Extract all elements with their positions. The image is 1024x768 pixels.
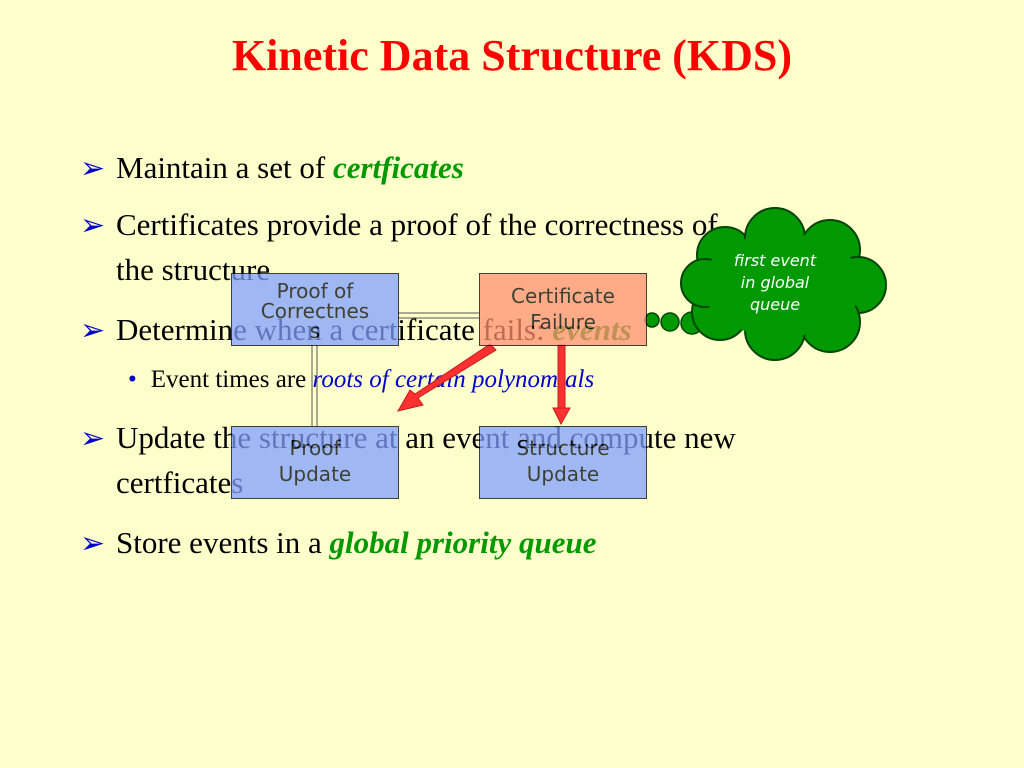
bullet-store-events: ➢ Store events in a global priority queue: [80, 520, 896, 566]
cloud-label: first event in global queue: [700, 250, 850, 316]
proof-of-correctness-box: Proof of Correctnes s: [231, 273, 399, 346]
bullet-highlight: global priority queue: [329, 525, 597, 560]
cloud-label-line-3: queue: [749, 295, 801, 314]
bullet-line-2: certficates: [116, 465, 244, 500]
arrow-bullet-icon: ➢: [80, 209, 106, 242]
slide-title: Kinetic Data Structure (KDS): [231, 31, 793, 80]
bullet-maintain-certificates: ➢ Maintain a set of certficates: [80, 145, 896, 191]
box-label-line-2: Failure: [530, 310, 596, 334]
box-label-line-1: Proof of: [276, 279, 354, 303]
box-label-line-2: Update: [526, 462, 600, 486]
box-label-line-1: Proof: [289, 436, 341, 460]
cloud-label-line-1: first event: [733, 251, 817, 270]
box-label-line-3: s: [309, 319, 321, 343]
structure-update-box: Structure Update: [479, 426, 647, 499]
bullet-text: Maintain a set of: [116, 150, 333, 185]
arrow-bullet-icon: ➢: [80, 527, 106, 560]
bullet-text: Store events in a: [116, 525, 330, 560]
bullet-certificates-proof: ➢ Certificates provide a proof of the cor…: [80, 202, 896, 292]
box-label-line-1: Structure: [516, 436, 610, 460]
bullet-line-1: Certificates provide a proof of the corr…: [116, 207, 718, 242]
sub-bullet-highlight: roots of certain polynomials: [312, 366, 595, 393]
box-label-line-2: Correctnes: [260, 299, 370, 323]
bullet-highlight: certficates: [332, 150, 464, 185]
box-label-line-2: Update: [278, 462, 352, 486]
sub-bullet-text: Event times are: [150, 366, 313, 393]
arrow-bullet-icon: ➢: [80, 422, 106, 455]
arrow-bullet-icon: ➢: [80, 152, 106, 185]
sub-bullet-event-times: • Event times are roots of certain polyno…: [128, 366, 594, 394]
proof-update-box: Proof Update: [231, 426, 399, 499]
box-label-line-1: Certificate: [511, 284, 615, 308]
dot-bullet-icon: •: [128, 366, 137, 393]
arrow-bullet-icon: ➢: [80, 314, 106, 347]
cloud-label-line-2: in global: [740, 273, 810, 292]
certificate-failure-box: Certificate Failure: [479, 273, 647, 346]
